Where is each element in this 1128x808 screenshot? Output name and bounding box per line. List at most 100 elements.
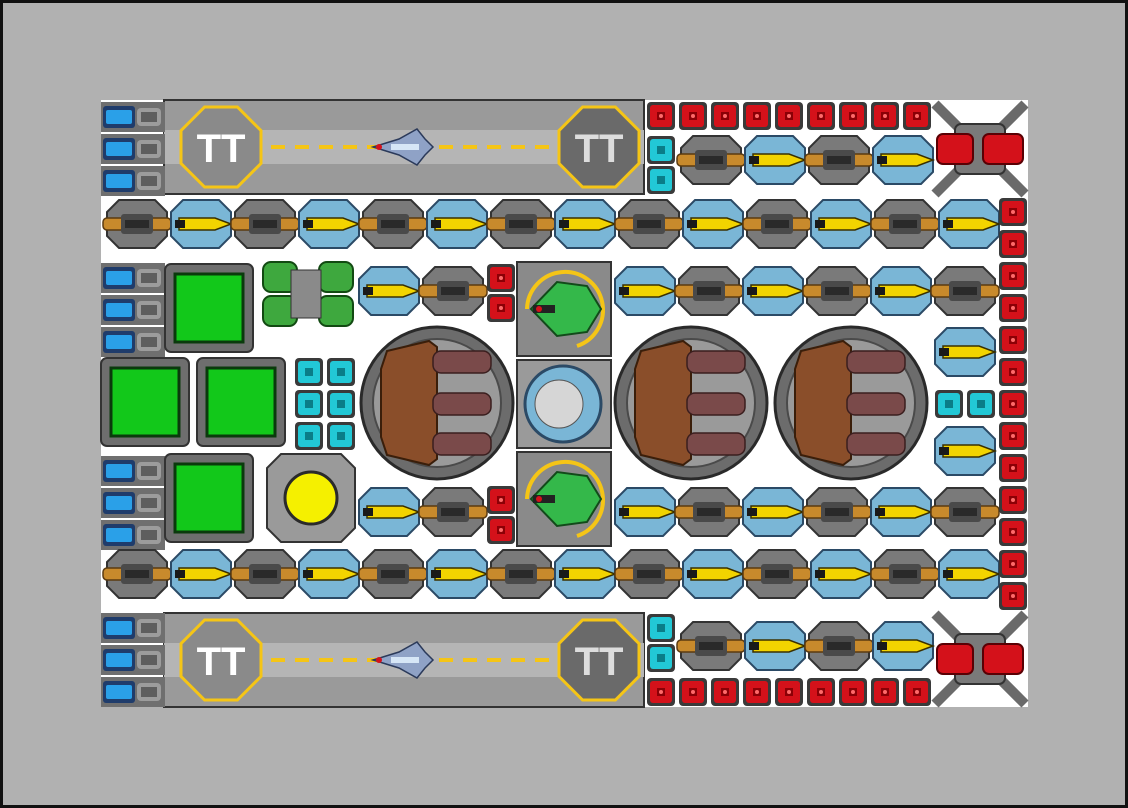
cannon-icon[interactable] [802,487,872,537]
thruster-icon[interactable] [101,295,165,325]
laser-turret-icon[interactable] [934,327,996,377]
armor-block-icon[interactable] [711,102,739,130]
laser-turret-icon[interactable] [426,199,488,249]
cannon-icon[interactable] [676,621,746,671]
cargo-block-icon[interactable] [163,262,255,354]
cannon-icon[interactable] [930,487,1000,537]
heavy-cannon-icon[interactable] [613,325,769,481]
laser-turret-icon[interactable] [744,135,806,185]
thruster-icon[interactable] [101,456,165,486]
thruster-icon[interactable] [101,488,165,518]
armor-block-icon[interactable] [327,422,355,450]
armor-block-icon[interactable] [647,644,675,672]
armor-block-icon[interactable] [295,422,323,450]
reactor-icon[interactable] [266,453,356,543]
laser-turret-icon[interactable] [872,135,934,185]
thruster-icon[interactable] [101,166,165,196]
cannon-icon[interactable] [486,199,556,249]
laser-turret-icon[interactable] [682,549,744,599]
cargo-block-icon[interactable] [195,356,287,448]
laser-turret-icon[interactable] [554,549,616,599]
thruster-icon[interactable] [101,327,165,357]
armor-block-icon[interactable] [775,678,803,706]
armor-block-icon[interactable] [999,518,1027,546]
cannon-icon[interactable] [676,135,746,185]
cannon-icon[interactable] [674,266,744,316]
armor-block-icon[interactable] [775,102,803,130]
cannon-icon[interactable] [870,549,940,599]
shield-generator-icon[interactable] [516,359,612,449]
laser-turret-icon[interactable] [554,199,616,249]
armor-block-icon[interactable] [935,390,963,418]
armor-block-icon[interactable] [647,136,675,164]
cannon-icon[interactable] [102,549,172,599]
cannon-icon[interactable] [230,549,300,599]
armor-block-icon[interactable] [487,486,515,514]
armor-block-icon[interactable] [999,422,1027,450]
cannon-icon[interactable] [418,266,488,316]
cannon-icon[interactable] [358,549,428,599]
laser-turret-icon[interactable] [358,487,420,537]
armor-block-icon[interactable] [999,390,1027,418]
armor-block-icon[interactable] [679,678,707,706]
cannon-icon[interactable] [742,199,812,249]
laser-turret-icon[interactable] [744,621,806,671]
cargo-block-icon[interactable] [99,356,191,448]
armor-block-icon[interactable] [743,102,771,130]
armor-block-icon[interactable] [647,614,675,642]
thruster-icon[interactable] [101,102,165,132]
armor-block-icon[interactable] [999,582,1027,610]
laser-turret-icon[interactable] [298,549,360,599]
thruster-icon[interactable] [101,613,165,643]
armor-block-icon[interactable] [327,358,355,386]
armor-block-icon[interactable] [999,230,1027,258]
heavy-cannon-icon[interactable] [359,325,515,481]
cannon-icon[interactable] [358,199,428,249]
laser-turret-icon[interactable] [872,621,934,671]
laser-turret-icon[interactable] [742,266,804,316]
fighter-launcher-icon[interactable] [515,450,613,548]
armor-block-icon[interactable] [999,294,1027,322]
laser-turret-icon[interactable] [742,487,804,537]
thruster-icon[interactable] [101,134,165,164]
cannon-icon[interactable] [802,266,872,316]
armor-block-icon[interactable] [903,102,931,130]
armor-block-icon[interactable] [999,198,1027,226]
thruster-icon[interactable] [101,520,165,550]
cannon-icon[interactable] [804,135,874,185]
cannon-icon[interactable] [742,549,812,599]
laser-turret-icon[interactable] [938,549,1000,599]
cannon-icon[interactable] [614,549,684,599]
cannon-icon[interactable] [674,487,744,537]
armor-block-icon[interactable] [647,166,675,194]
gatling-turret-icon[interactable] [935,614,1025,704]
thruster-icon[interactable] [101,645,165,675]
gatling-turret-icon[interactable] [935,104,1025,194]
armor-block-icon[interactable] [487,294,515,322]
laser-turret-icon[interactable] [870,266,932,316]
armor-block-icon[interactable] [711,678,739,706]
heavy-cannon-icon[interactable] [773,325,929,481]
armor-block-icon[interactable] [679,102,707,130]
armor-block-icon[interactable] [295,358,323,386]
armor-block-icon[interactable] [647,678,675,706]
armor-block-icon[interactable] [999,454,1027,482]
laser-turret-icon[interactable] [614,266,676,316]
armor-block-icon[interactable] [999,550,1027,578]
armor-block-icon[interactable] [967,390,995,418]
laser-turret-icon[interactable] [170,549,232,599]
armor-block-icon[interactable] [743,678,771,706]
laser-turret-icon[interactable] [682,199,744,249]
armor-block-icon[interactable] [487,264,515,292]
armor-block-icon[interactable] [839,102,867,130]
cannon-icon[interactable] [870,199,940,249]
laser-turret-icon[interactable] [614,487,676,537]
cannon-icon[interactable] [614,199,684,249]
armor-block-icon[interactable] [839,678,867,706]
laser-turret-icon[interactable] [810,549,872,599]
cannon-icon[interactable] [486,549,556,599]
fighter-launcher-icon[interactable] [515,260,613,358]
